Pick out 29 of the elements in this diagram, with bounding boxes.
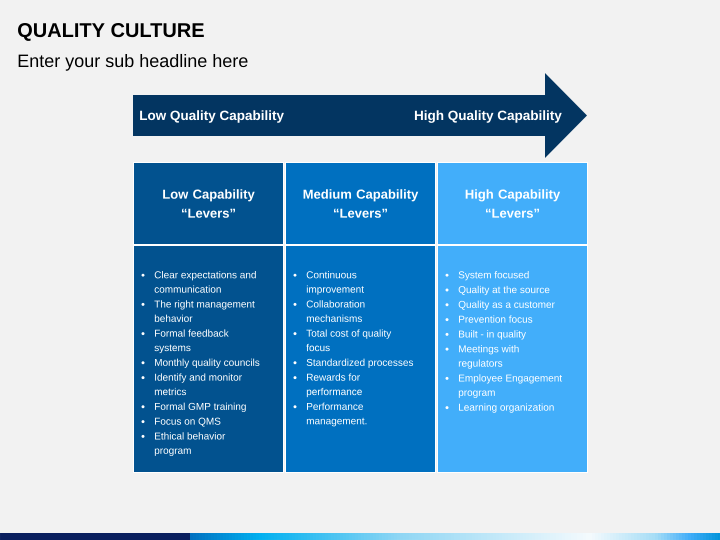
arrow-label: Low Quality Capability (140, 110, 284, 123)
list-item: Continuous improvement (306, 271, 364, 295)
list-item: Identify and monitor metrics (154, 373, 242, 396)
list-item: Focus on QMS (155, 418, 220, 427)
list-item: Ethical behavior program (154, 432, 226, 456)
list-item: Quality as a customer (458, 300, 555, 310)
title: QUALITY CULTURE (18, 23, 204, 41)
list-item: Collaboration mechanisms (306, 300, 364, 322)
list-item: Quality at the source (458, 286, 550, 296)
list-item: Learning organization (459, 403, 554, 413)
list-item: Built - in quality (459, 330, 526, 340)
list-item: Total cost of quality focus (306, 329, 392, 352)
arrow-label: High Quality Capability (414, 110, 562, 123)
list-item: Formal GMP training (155, 402, 246, 412)
list-item: System focused (458, 271, 529, 280)
list-item: Rewards for performance (306, 373, 362, 398)
list-item: The right management behavior (154, 300, 255, 322)
list-item: Employee Engagement program (458, 374, 562, 398)
list-item: Meetings with regulators (458, 345, 519, 369)
list-item: Clear expectations and communication (154, 271, 256, 293)
subtitle: Enter your sub headline here (18, 54, 248, 71)
header-box: High Capability “Levers” (437, 162, 588, 245)
header-box: Low Capability “Levers” (133, 162, 284, 245)
list-item: Monthly quality councils (155, 358, 260, 368)
list-item: Prevention focus (459, 315, 532, 323)
list-item: Standardized processes (306, 358, 414, 368)
list-item: Performance management. (306, 402, 366, 426)
list-item: Formal feedback systems (154, 329, 229, 354)
header-box: Medium Capability “Levers” (285, 162, 436, 245)
